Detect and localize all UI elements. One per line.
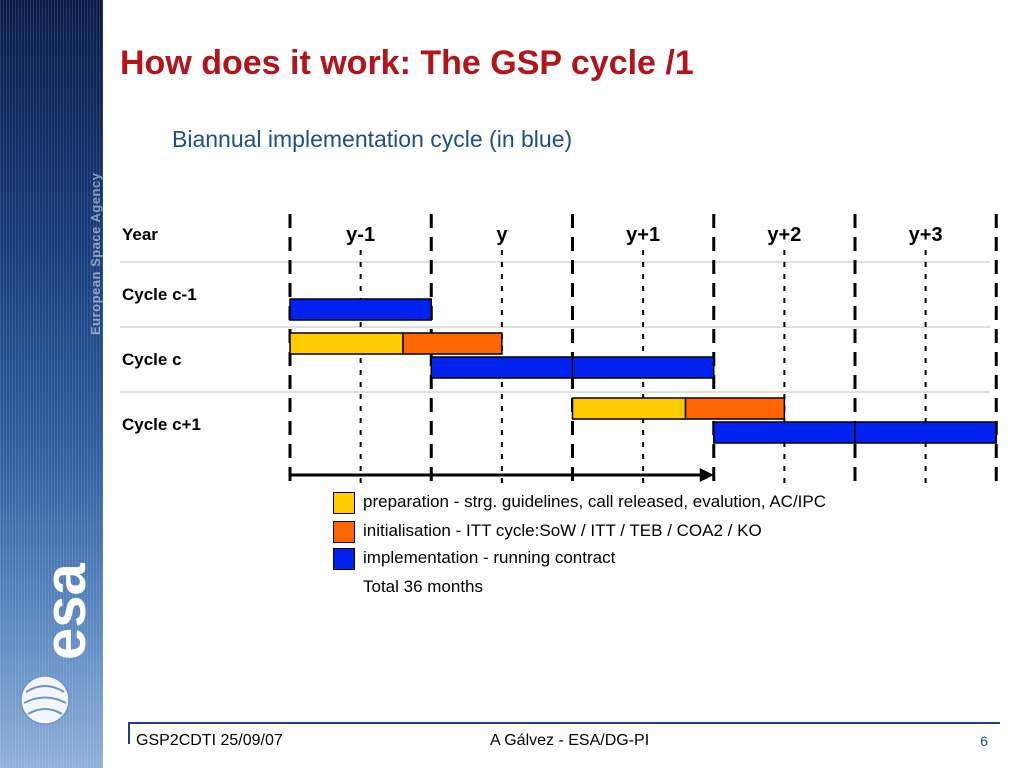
footer-author: A Gálvez - ESA/DG-PI [490,732,650,749]
esa-logo: esa [20,562,98,725]
year-header-label: Year [122,225,158,244]
year-labels: y-1 y y+1 y+2 y+3 [346,224,942,246]
slide-subtitle: Biannual implementation cycle (in blue) [172,126,573,152]
legend-swatch-preparation [333,492,355,514]
total-duration: Total 36 months [363,577,484,596]
bar-implementation [571,356,715,379]
bar-implementation [430,356,574,379]
footer-event: GSP2CDTI 25/09/07 [136,732,283,749]
bar-preparation [289,332,404,355]
row-label-cycle-c-plus-1: Cycle c+1 [122,415,201,434]
year-label: y+1 [626,224,660,246]
slide-title: How does it work: The GSP cycle /1 [120,44,694,82]
bar-implementation [854,421,997,444]
row-label-cycle-c: Cycle c [122,350,182,369]
year-label: y-1 [346,224,375,246]
bar-preparation [571,397,687,420]
bar-initialisation [684,397,786,420]
legend-label-implementation: implementation - running contract [363,548,616,567]
legend-swatch-implementation [333,548,355,570]
legend-label-preparation: preparation - strg. guidelines, call rel… [363,492,827,511]
total-span-arrow [290,468,714,482]
year-label: y [496,224,508,246]
gantt-bars [289,298,997,444]
legend-label-initialisation: initialisation - ITT cycle:SoW / ITT / T… [363,521,762,540]
year-label: y+2 [767,224,801,246]
year-grid-lines [288,214,998,488]
row-label-cycle-c-minus-1: Cycle c-1 [122,285,197,304]
sidebar-band: European Space Agency esa [0,0,103,768]
footer-bracket [128,722,1000,744]
esa-logo-text: esa [33,562,98,660]
year-label: y+3 [909,224,943,246]
page-number: 6 [980,733,988,749]
legend-swatch-initialisation [333,521,355,543]
bar-implementation [289,298,432,321]
bar-initialisation [402,332,503,355]
bar-implementation [713,421,856,444]
globe-icon [20,675,70,725]
